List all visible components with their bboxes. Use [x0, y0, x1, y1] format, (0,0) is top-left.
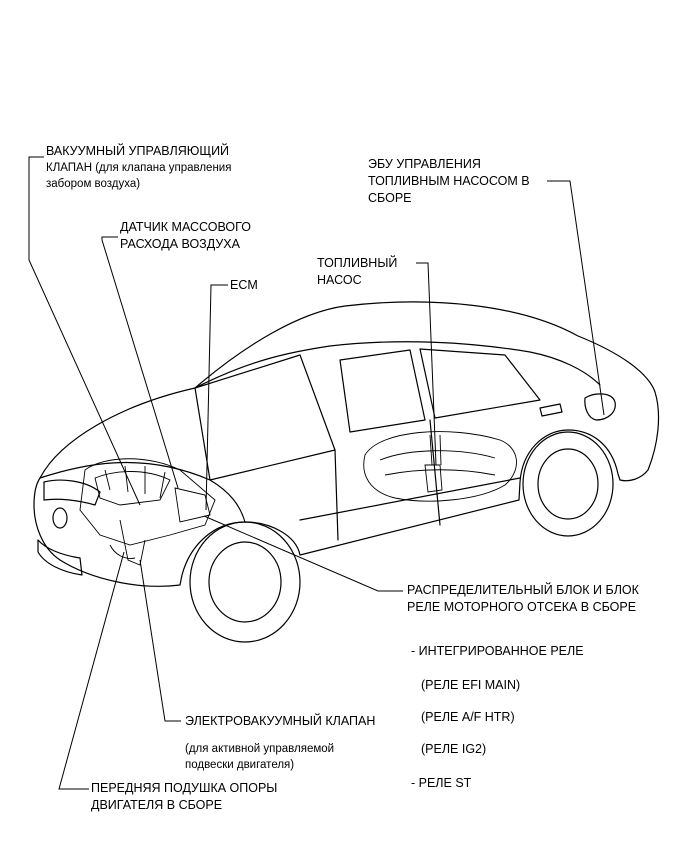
car-side-window-front	[339, 349, 426, 433]
relay-list-integrated: - ИНТЕГРИРОВАННОЕ РЕЛЕ	[411, 644, 584, 658]
label-line: ЭЛЕКТРОВАКУУМНЫЙ КЛАПАН	[185, 714, 376, 728]
label-engine-mount: ПЕРЕДНЯЯ ПОДУШКА ОПОРЫ ДВИГАТЕЛЯ В СБОРЕ	[91, 780, 277, 814]
label-fuel-pump: ТОПЛИВНЫЙ НАСОС	[317, 255, 397, 289]
label-electro-vacuum-valve: ЭЛЕКТРОВАКУУМНЫЙ КЛАПАН	[185, 713, 375, 730]
leader-fuel-pump	[416, 262, 437, 466]
rear-wheel-rim	[537, 448, 599, 520]
engine-assembly	[79, 458, 216, 566]
relay-list-efi-main: (РЕЛЕ EFI MAIN)	[421, 678, 521, 692]
car-roof-line	[194, 341, 601, 389]
car-sill-line	[299, 477, 521, 521]
label-line: забором воздуха)	[46, 178, 141, 190]
car-door-handle-rear	[539, 403, 563, 417]
label-line: подвески двигателя)	[185, 759, 295, 771]
label-line: ТОПЛИВНЫМ НАСОСОМ В	[368, 174, 530, 188]
leader-engine-mount	[58, 551, 125, 790]
label-vacuum-valve-intake: ВАКУУМНЫЙ УПРАВЛЯЮЩИЙ КЛАПАН (для клапан…	[46, 143, 231, 192]
leader-relay-block	[203, 515, 403, 592]
leader-vsv-intake	[28, 156, 141, 506]
front-wheel	[189, 521, 301, 643]
label-ecm: ECM	[230, 277, 258, 294]
label-line: ЭБУ УПРАВЛЕНИЯ	[368, 157, 481, 171]
relay-list-st: - РЕЛЕ ST	[411, 776, 472, 790]
label-line: РАСПРЕДЕЛИТЕЛЬНЫЙ БЛОК И БЛОК	[407, 583, 639, 597]
car-windshield	[194, 354, 336, 481]
car-hood-line	[39, 461, 246, 523]
car-grille	[37, 539, 83, 576]
label-line: ECM	[230, 278, 258, 292]
leader-evsv	[139, 559, 181, 722]
label-mass-air-flow-sensor: ДАТЧИК МАССОВОГО РАСХОДА ВОЗДУХА	[120, 219, 251, 253]
car-fuel-door	[584, 393, 616, 421]
label-line: РАСХОДА ВОЗДУХА	[120, 237, 240, 251]
rear-wheel	[522, 431, 614, 537]
label-line: РЕЛЕ МОТОРНОГО ОТСЕКА В СБОРЕ	[407, 600, 637, 614]
label-line: (для активной управляемой	[185, 743, 335, 755]
leader-fp-ecu	[547, 180, 605, 416]
label-line: ДАТЧИК МАССОВОГО	[120, 220, 251, 234]
label-line: ВАКУУМНЫЙ УПРАВЛЯЮЩИЙ	[46, 144, 230, 158]
label-line: КЛАПАН (для клапана управления	[46, 162, 232, 174]
label-line: ДВИГАТЕЛЯ В СБОРЕ	[91, 798, 223, 812]
label-line: СБОРЕ	[368, 191, 412, 205]
leader-maf	[101, 236, 179, 489]
label-line: ПЕРЕДНЯЯ ПОДУШКА ОПОРЫ	[91, 781, 278, 795]
car-side-window-rear	[419, 348, 541, 419]
car-emblem	[52, 507, 68, 529]
fuel-tank-assembly	[363, 431, 517, 502]
label-line: НАСОС	[317, 273, 362, 287]
label-fuel-pump-ecu: ЭБУ УПРАВЛЕНИЯ ТОПЛИВНЫМ НАСОСОМ В СБОРЕ	[368, 156, 530, 207]
leader-ecm	[205, 284, 228, 511]
car-door-line-rear	[429, 419, 441, 526]
relay-list-af-htr: (РЕЛЕ A/F HTR)	[421, 710, 515, 724]
label-line: ТОПЛИВНЫЙ	[317, 256, 398, 270]
label-relay-block: РАСПРЕДЕЛИТЕЛЬНЫЙ БЛОК И БЛОК РЕЛЕ МОТОР…	[407, 582, 639, 616]
relay-list-ig2: (РЕЛЕ IG2)	[421, 742, 487, 756]
car-door-line-front	[334, 449, 339, 541]
front-wheel-rim	[208, 541, 282, 623]
label-electro-vacuum-valve-note: (для активной управляемой подвески двига…	[185, 741, 334, 773]
car-headlight	[43, 479, 101, 506]
car-body-outline	[33, 301, 660, 587]
